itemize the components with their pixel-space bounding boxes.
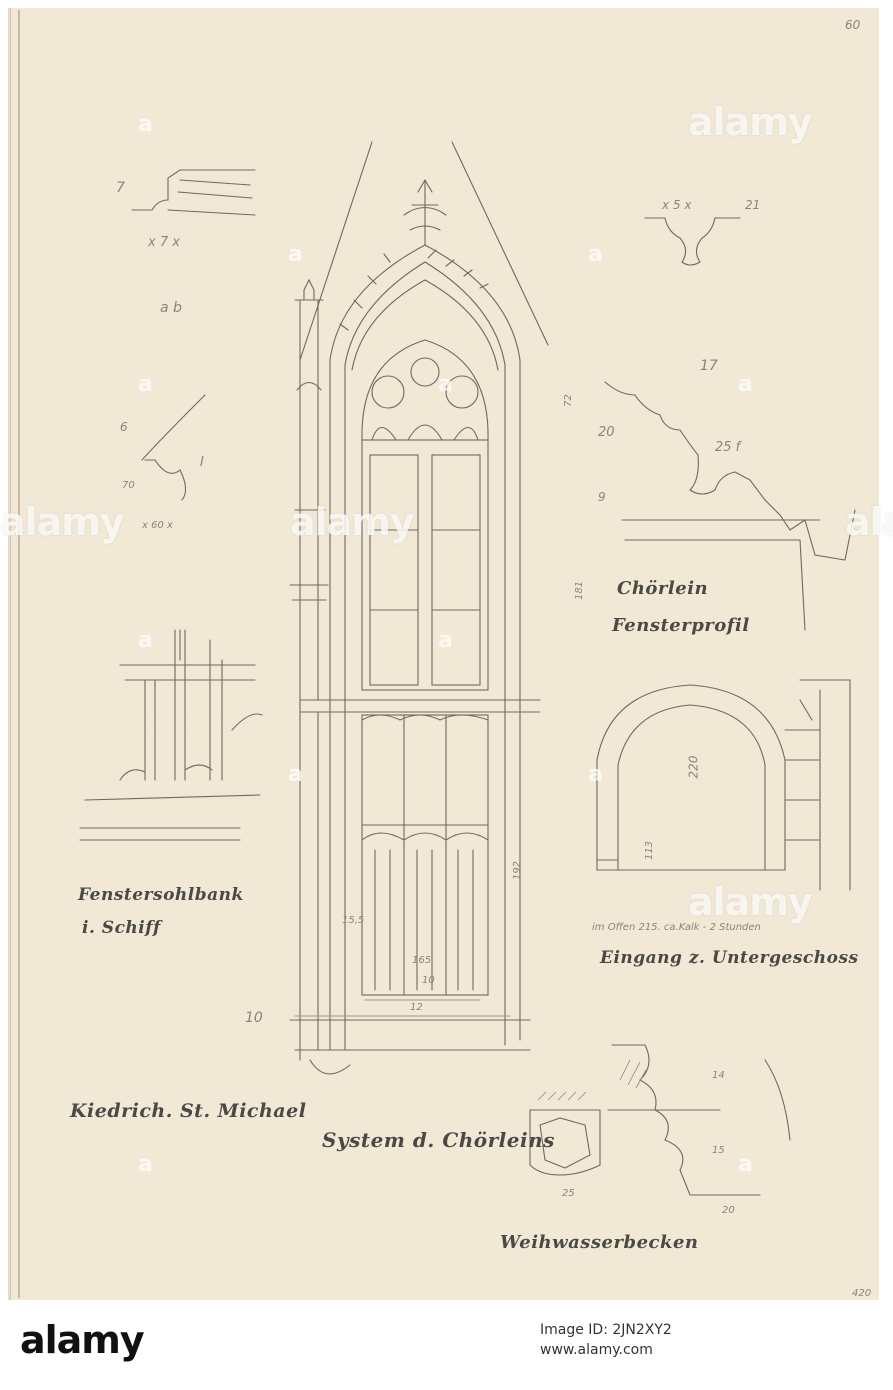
page-number: 60 xyxy=(845,18,861,32)
footer-meta: Image ID: 2JN2XY2 www.alamy.com xyxy=(540,1320,672,1360)
measure-17: 17 xyxy=(700,358,718,374)
entrance-arch xyxy=(596,684,786,871)
watermark-letter: a xyxy=(588,242,603,267)
watermark-letter: a xyxy=(288,762,303,787)
image-id: Image ID: 2JN2XY2 xyxy=(540,1322,672,1338)
measure-9: 9 xyxy=(598,490,606,504)
label-nave: i. Schiff xyxy=(82,918,161,938)
corner-mark: 420 xyxy=(852,1288,872,1299)
measure-220: 220 xyxy=(686,755,701,779)
label-choerlein: Chörlein xyxy=(617,578,709,599)
finial xyxy=(403,179,447,246)
roof-triangle xyxy=(299,141,549,361)
measure-113: 113 xyxy=(644,840,656,861)
measure-25: 25 xyxy=(562,1188,575,1199)
tracery xyxy=(361,339,489,441)
watermark-letter: a xyxy=(288,242,303,267)
holy-water-basin xyxy=(529,1109,601,1176)
watermark: alamy xyxy=(688,100,813,144)
measure-7: 7 xyxy=(116,180,125,196)
windowsill-sketch xyxy=(84,629,263,801)
label-window-profile: Fensterprofil xyxy=(612,615,750,636)
footer-logo: alamy xyxy=(20,1318,145,1362)
binding-line xyxy=(18,10,20,1298)
profile-top-right xyxy=(644,217,741,266)
watermark-letter: a xyxy=(138,372,153,397)
measure-25f: 25 f xyxy=(715,440,741,455)
measure-60: x 60 x xyxy=(142,520,173,531)
watermark: alamy xyxy=(845,500,893,544)
site-url: www.alamy.com xyxy=(540,1342,653,1358)
measure-5: x 5 x xyxy=(662,198,692,212)
measure-15-5: 15,5 xyxy=(342,915,365,926)
label-holy-water: Weihwasserbecken xyxy=(500,1232,699,1253)
watermark-letter: a xyxy=(438,628,453,653)
watermark-letter: a xyxy=(738,1152,753,1177)
gable-arch xyxy=(329,244,521,361)
watermark-letter: a xyxy=(138,1152,153,1177)
label-entrance: Eingang z. Untergeschoss xyxy=(600,948,859,968)
measure-12: 12 xyxy=(410,1002,423,1013)
watermark: alamy xyxy=(0,500,125,544)
watermark: alamy xyxy=(688,880,813,924)
measure-72: 72 xyxy=(562,394,574,407)
watermark-letter: a xyxy=(138,628,153,653)
measure-70: 70 xyxy=(122,480,135,491)
label-location: Kiedrich. St. Michael xyxy=(70,1100,307,1122)
measure-165: 165 xyxy=(412,955,432,966)
sketchbook-page xyxy=(10,8,879,1300)
profile-I xyxy=(141,394,206,501)
measure-21: 21 xyxy=(745,198,761,212)
label-windowsill: Fenstersohlbank xyxy=(78,885,244,905)
architectural-sketch xyxy=(79,141,856,1196)
watermark-letter: a xyxy=(588,762,603,787)
window-lower xyxy=(361,714,489,996)
watermark-letter: a xyxy=(138,112,153,137)
pinnacle xyxy=(289,299,329,701)
measure-181: 181 xyxy=(574,580,586,601)
label-ab-left: a b xyxy=(160,300,182,316)
profile-top-left xyxy=(131,169,256,216)
measure-10: 10 xyxy=(245,1010,263,1026)
measure-14-top: 14 xyxy=(712,1070,725,1081)
measure-6: 6 xyxy=(120,420,128,434)
watermark-letter: a xyxy=(738,372,753,397)
measure-192: 192 xyxy=(512,860,524,881)
measure-20-bottom: 20 xyxy=(722,1205,735,1216)
offen-note: im Offen 215. ca.Kalk - 2 Stunden xyxy=(592,922,761,933)
measure-x7x: x 7 x xyxy=(148,235,180,250)
watermark: alamy xyxy=(290,500,415,544)
window-upper xyxy=(361,439,489,691)
profile-I-mark: I xyxy=(200,455,204,470)
measure-10-small: 10 xyxy=(422,975,435,986)
watermark-letter: a xyxy=(438,372,453,397)
window-profile xyxy=(604,381,856,631)
measure-15: 15 xyxy=(712,1145,725,1156)
label-system-choerlein: System d. Chörleins xyxy=(322,1128,555,1152)
measure-20: 20 xyxy=(598,425,615,440)
